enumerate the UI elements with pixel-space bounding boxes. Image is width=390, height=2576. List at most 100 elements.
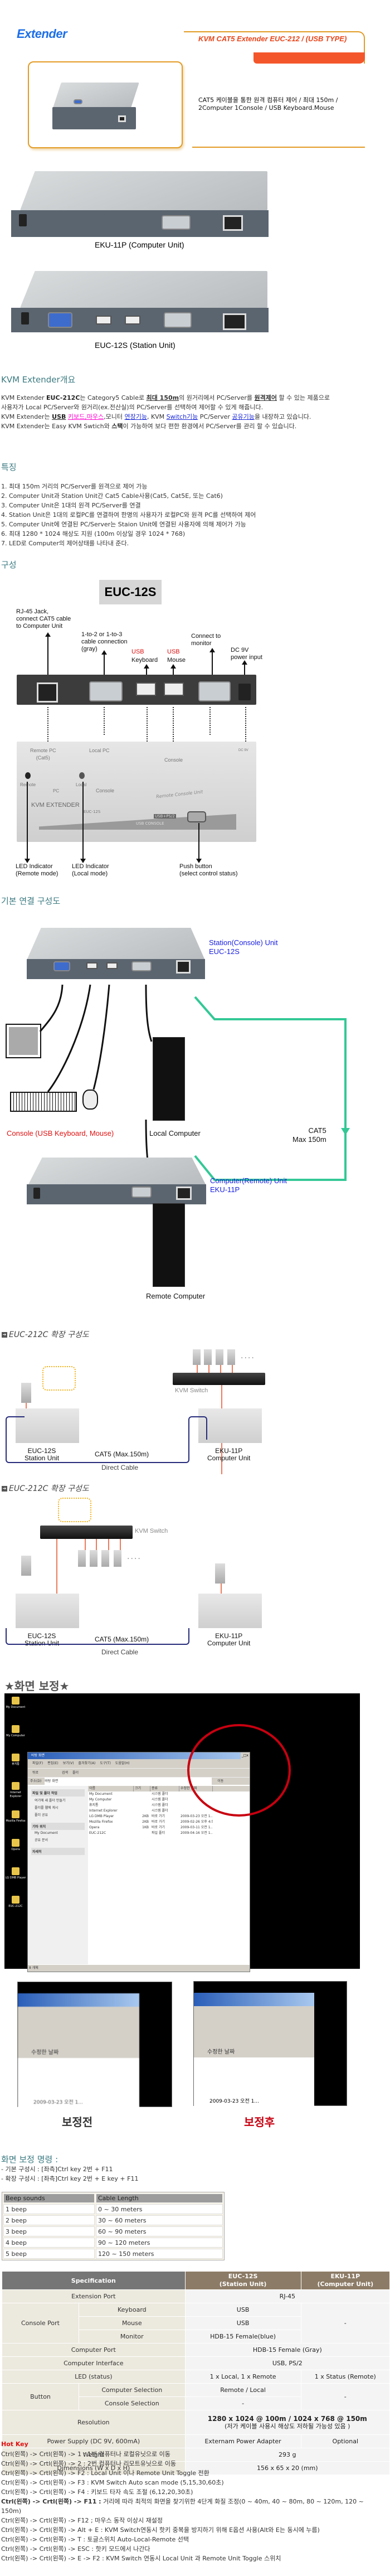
desktop-icon[interactable]: My Document — [4, 1697, 27, 1710]
local-computer-image — [153, 1037, 185, 1121]
crop-window: 수정한 날짜 2009-03-23 오전 1... — [194, 1993, 314, 2107]
panel-dc: DC 9V — [238, 749, 248, 752]
station-unit-image — [16, 1594, 79, 1628]
dc-port — [33, 1188, 40, 1199]
local-pc-icon — [21, 1383, 31, 1403]
task-link[interactable]: 폴더를 웹에 게시 — [35, 1806, 58, 1810]
server-icon — [78, 1550, 86, 1567]
menu-item[interactable]: 도구(T) — [100, 1761, 111, 1765]
menu-item[interactable]: 파일(F) — [32, 1761, 43, 1765]
desktop-icon[interactable]: Mozilla Firefox — [4, 1810, 27, 1823]
spec-value: - — [300, 2383, 390, 2410]
spec-row: LED (status) 1 x Local, 1 x Remote 1 x S… — [2, 2370, 390, 2384]
file-size — [134, 1808, 150, 1814]
menu-item[interactable]: 보기(V) — [62, 1761, 74, 1765]
column-header[interactable]: 종류 — [150, 1786, 179, 1791]
hotkey-line: Ctrl(왼쪽) -> Crtl(왼쪽) -> E -> F2 : KVM Sw… — [1, 2555, 281, 2562]
desktop-icon-glyph — [12, 1697, 20, 1705]
folders-button[interactable]: 폴더 — [72, 1771, 79, 1775]
beep-count: 4 beep — [3, 2238, 95, 2248]
column-header[interactable]: 크기 — [134, 1786, 150, 1791]
file-name: Internet Explorer — [89, 1809, 118, 1813]
other-link[interactable]: My Document — [35, 1831, 58, 1835]
hotkey-title: Hot Key — [1, 2441, 28, 2448]
desktop-icon[interactable]: Opera — [4, 1839, 27, 1852]
spec-value: USB — [184, 2303, 301, 2317]
menu-item[interactable]: 도움말(H) — [115, 1761, 130, 1765]
spec-label: Computer Interface — [2, 2356, 186, 2370]
desktop-icon[interactable]: LG DMB Player — [4, 1867, 27, 1880]
rj45-port — [118, 115, 126, 122]
kvm-switch-label: KVM Switch — [135, 1528, 168, 1534]
desktop-icon-label: EUC-212C — [8, 1905, 23, 1908]
dc-port — [19, 214, 27, 226]
file-type: 시스템 폴더 — [152, 1792, 168, 1796]
spec-value: HDB-15 Female(blue) — [184, 2330, 301, 2343]
file-type: 바로 가기 — [152, 1814, 165, 1818]
crop-titlebar — [18, 1993, 139, 2007]
desktop-icon[interactable]: 휴지통 — [4, 1754, 27, 1766]
desktop-icon-label: 휴지통 — [12, 1762, 20, 1766]
desktop-icon-glyph — [12, 1867, 20, 1875]
desktop-icon[interactable]: Internet Explorer — [4, 1782, 27, 1799]
file-name: 휴지통 — [89, 1803, 99, 1807]
menu-item[interactable]: 편집(E) — [47, 1761, 58, 1765]
task-link[interactable]: 폴더 공유 — [35, 1813, 48, 1817]
other-link[interactable]: 공유 문서 — [35, 1838, 48, 1842]
search-button[interactable]: 검색 — [61, 1771, 69, 1775]
desktop-icon[interactable]: My Computer — [4, 1725, 27, 1738]
desktop-icon[interactable]: EUC-212C — [4, 1896, 27, 1909]
overview-paragraph-3: KVM Extender는 USB 키보드,마우스,모니터 연장기능, KVM … — [1, 413, 311, 420]
desktop-icon-glyph — [12, 1839, 20, 1847]
server-icon — [193, 1349, 201, 1365]
arrow-cable — [101, 650, 107, 683]
arrow-monitor — [209, 648, 215, 683]
spec-row: Dimensions (W x D x H) 156 x 65 x 20 (mm… — [2, 2461, 390, 2475]
push-button[interactable] — [187, 811, 206, 822]
crop-header: 수정한 날짜 — [194, 2047, 314, 2057]
calibration-title: ★화면 보정★ — [4, 1679, 70, 1693]
menu-item[interactable]: 즐겨찾기(A) — [78, 1761, 96, 1765]
commands-title: 화면 보정 명령 : — [1, 2154, 58, 2165]
spec-value: Optional — [300, 2434, 390, 2448]
task-link[interactable]: 여기에 새 폴더 만들기 — [35, 1799, 66, 1803]
crop-menubar — [18, 2007, 139, 2020]
hotkey-line-f11: Ctrl(왼쪽) -> Crtl(왼쪽) -> F11 : 거리에 따라 최적의… — [1, 2497, 386, 2516]
label-monitor: Connect to monitor — [191, 633, 221, 647]
address-input[interactable]: 바탕 화면 — [45, 1778, 212, 1785]
back-button[interactable]: 뒤로 — [32, 1771, 39, 1775]
desktop-icon-label: Opera — [11, 1848, 20, 1851]
panel-console-2: Console — [96, 788, 115, 793]
console-group — [58, 1498, 91, 1522]
remote-pc-link — [221, 1584, 222, 1595]
guide-line — [245, 707, 246, 742]
spec-value: USB — [184, 2316, 301, 2330]
label-dc-power: DC 9V power input — [231, 647, 262, 661]
ext-diagram-2: KVM Switch .... EUC-12S Station Unit EKU… — [0, 1494, 390, 1662]
cable-hook-right — [188, 1416, 207, 1440]
column-header[interactable]: 이름 — [88, 1786, 134, 1791]
computer-unit-image — [198, 1408, 262, 1443]
before-label: 보정전 — [62, 2115, 93, 2129]
overview-title: KVM Extender개요 — [1, 375, 76, 385]
ext-diagram-1: .... KVM Switch EUC-12S Station Unit EKU… — [0, 1344, 390, 1533]
computer-unit-caption: EKU-11P (Computer Unit) — [95, 240, 184, 249]
crop-titlebar — [194, 1993, 314, 2006]
keyboard-cable — [47, 984, 91, 1092]
local-pc-port — [89, 681, 123, 701]
crop-toolbar — [18, 2020, 139, 2036]
file-size — [134, 1831, 150, 1836]
file-name: Opera — [89, 1826, 100, 1829]
computer-unit-label: EKU-11P Computer Unit — [207, 1447, 251, 1462]
spec-row: Resolution 1280 x 1024 @ 100m / 1024 x 7… — [2, 2410, 390, 2435]
